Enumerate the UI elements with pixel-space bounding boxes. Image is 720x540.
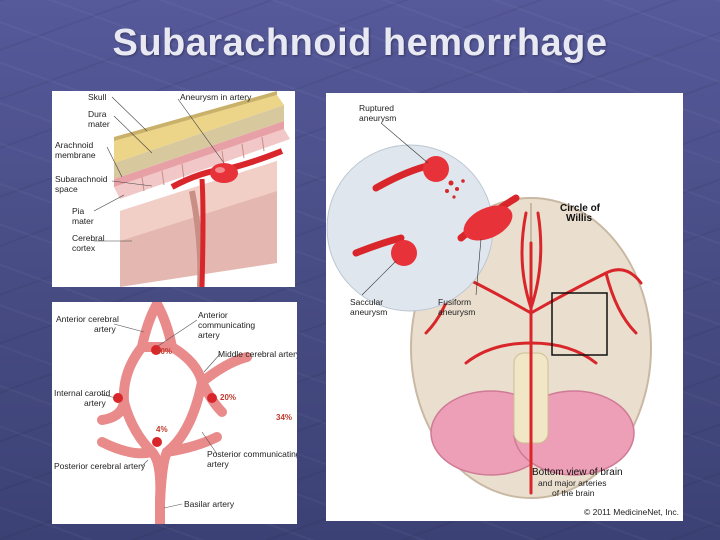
ruptured-label-2: aneurysm bbox=[359, 113, 396, 123]
saccular-label-2: aneurysm bbox=[350, 307, 387, 317]
fusiform-aneurysm-shape bbox=[463, 205, 513, 241]
subarachnoid-label-2: space bbox=[55, 184, 78, 194]
pca-aneurysm-dot bbox=[152, 437, 162, 447]
saccular-label-1: Saccular bbox=[350, 297, 383, 307]
aca-label-2: artery bbox=[94, 324, 116, 334]
pia-mater-shape bbox=[114, 129, 290, 199]
dura-mater-shape bbox=[114, 105, 284, 179]
arachnoid-label-2: membrane bbox=[55, 150, 96, 160]
pca-percent: 4% bbox=[156, 425, 168, 434]
fusiform-label-2: aneurysm bbox=[438, 307, 475, 317]
pcom-label-2: artery bbox=[207, 459, 229, 469]
ica-aneurysm-dot bbox=[113, 393, 123, 403]
mca-percent: 20% bbox=[220, 393, 236, 402]
ruptured-aneurysm-shape bbox=[423, 156, 449, 182]
caption-line-3: of the brain bbox=[552, 488, 595, 498]
ica-label-2: artery bbox=[84, 398, 106, 408]
saccular-aneurysm-shape bbox=[391, 240, 417, 266]
basilar-label: Basilar artery bbox=[184, 499, 235, 509]
subarachnoid-label-1: Subarachnoid bbox=[55, 174, 108, 184]
skull-shape bbox=[114, 95, 284, 163]
pia-label-1: Pia bbox=[72, 206, 85, 216]
meninges-diagram: Skull Aneurysm in artery Dura mater Arac… bbox=[52, 91, 295, 287]
copyright-text: © 2011 MedicineNet, Inc. bbox=[584, 507, 679, 517]
circle-of-willis-box bbox=[551, 292, 608, 356]
mca-aneurysm-dot bbox=[207, 393, 217, 403]
dura-label-2: mater bbox=[88, 119, 110, 129]
caption-line-2: and major arteries bbox=[538, 478, 607, 488]
artery-network bbox=[97, 302, 252, 524]
ica-label-1: Internal carotid bbox=[54, 388, 110, 398]
circle-of-willis-label-1: Circle of bbox=[560, 203, 601, 214]
mca-label: Middle cerebral artery bbox=[218, 349, 297, 359]
slide-title: Subarachnoid hemorrhage bbox=[112, 22, 608, 64]
fusiform-label-1: Fusiform bbox=[438, 297, 471, 307]
arachnoid-shape bbox=[114, 121, 284, 187]
pca-label: Posterior cerebral artery bbox=[54, 461, 146, 471]
caption-line-1: Bottom view of brain bbox=[532, 467, 623, 478]
acom-percent: 40% bbox=[156, 347, 172, 356]
pia-label-2: mater bbox=[72, 216, 94, 226]
acom-label-3: artery bbox=[198, 330, 220, 340]
ruptured-label-1: Ruptured bbox=[359, 103, 394, 113]
ica-percent: 34% bbox=[276, 413, 292, 422]
acom-label-1: Anterior bbox=[198, 310, 228, 320]
aca-label-1: Anterior cerebral bbox=[56, 314, 119, 324]
circle-of-willis-schematic: Anterior cerebral artery Anterior commun… bbox=[52, 302, 297, 524]
skull-label: Skull bbox=[88, 92, 107, 102]
cortex-label-1: Cerebral bbox=[72, 233, 105, 243]
acom-aneurysm-dot bbox=[151, 345, 161, 355]
acom-label-2: communicating bbox=[198, 320, 255, 330]
dura-label-1: Dura bbox=[88, 109, 107, 119]
circle-of-willis-label-2: Willis bbox=[566, 213, 592, 224]
arachnoid-label-1: Arachnoid bbox=[55, 140, 94, 150]
brain-arteries bbox=[419, 211, 643, 495]
pcom-label-1: Posterior communicating bbox=[207, 449, 297, 459]
aneurysm-label: Aneurysm in artery bbox=[180, 92, 252, 102]
aneurysm-shape bbox=[210, 163, 238, 183]
cortex-label-2: cortex bbox=[72, 243, 96, 253]
brain-bottom-view-diagram: Ruptured aneurysm Saccular aneurysm Fusi… bbox=[326, 93, 683, 521]
